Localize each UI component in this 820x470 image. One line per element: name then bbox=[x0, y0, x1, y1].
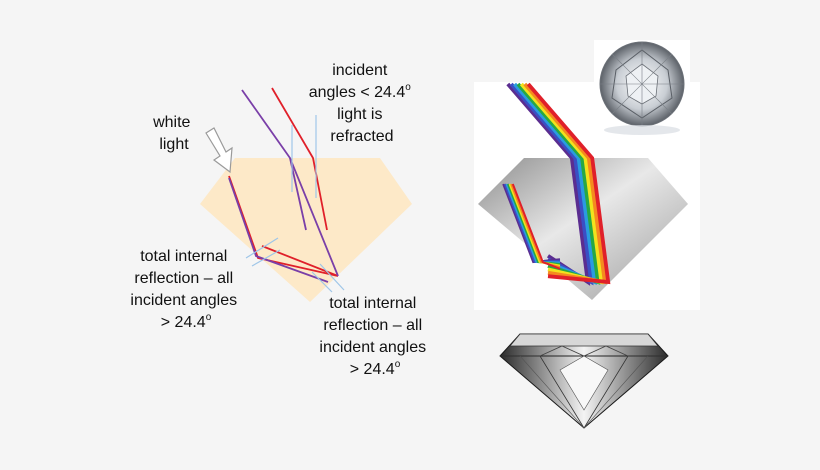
red-internal-ray bbox=[228, 175, 339, 277]
spectrum-band bbox=[502, 183, 561, 264]
normal-line bbox=[319, 263, 345, 291]
white-light-label: white light bbox=[152, 114, 195, 153]
purple-exit-ray bbox=[289, 157, 307, 231]
normal-line bbox=[251, 249, 281, 267]
spectrum-band bbox=[511, 183, 561, 270]
side-diamond-image bbox=[499, 333, 669, 429]
tir-left-label: total internal reflection – all incident… bbox=[130, 248, 241, 331]
spectrum-band bbox=[526, 82, 611, 285]
round-diamond-image bbox=[599, 41, 685, 127]
diamond-reflection bbox=[604, 125, 680, 135]
spectrum-beam bbox=[506, 82, 611, 286]
normal-line bbox=[311, 271, 333, 293]
tir-right-label: total internal reflection – all incident… bbox=[319, 295, 430, 378]
refracted-label: incident angles < 24.4o light is refract… bbox=[309, 62, 416, 145]
spectrum-small-beam bbox=[502, 183, 561, 270]
white-light-arrow-icon bbox=[205, 127, 233, 174]
spectrum-band bbox=[503, 183, 561, 264]
purple-internal-ray bbox=[228, 177, 329, 283]
red-light-ray bbox=[271, 87, 328, 231]
normal-line bbox=[245, 237, 279, 259]
spectrum-band bbox=[505, 183, 561, 264]
